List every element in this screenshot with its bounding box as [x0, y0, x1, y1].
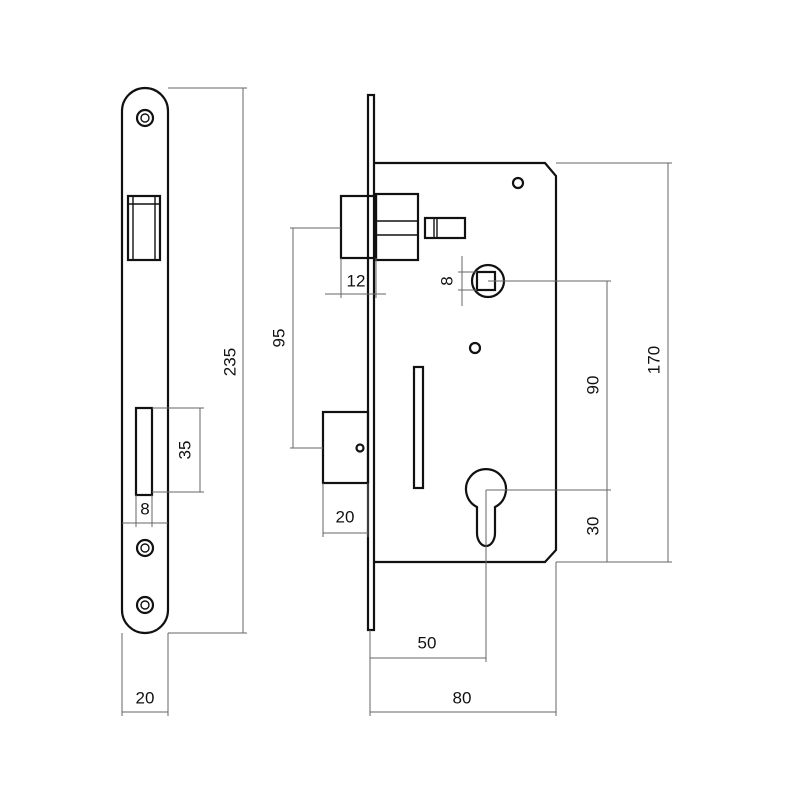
deadbolt-opening: [126, 194, 162, 262]
svg-text:35: 35: [175, 441, 194, 460]
lock-side-view: 12 95 20 8 90 30 170: [269, 93, 672, 716]
screw-hole-middle: [135, 538, 155, 558]
faceplate-front-view: 235 35 8 20: [120, 86, 247, 716]
dim-8-latch: 8: [122, 495, 168, 527]
svg-text:95: 95: [269, 329, 288, 348]
latch-bolt: [321, 410, 370, 485]
bolt-stop: [423, 216, 467, 240]
lock-case: [374, 161, 558, 564]
cylinder-keyhole: [464, 468, 508, 548]
screw-hole-top: [135, 108, 155, 128]
svg-text:20: 20: [136, 688, 155, 707]
dim-35: 35: [152, 407, 204, 493]
svg-text:80: 80: [453, 688, 472, 707]
dim-12: 12: [325, 258, 386, 298]
dim-20-width: 20: [121, 633, 169, 716]
svg-text:8: 8: [140, 499, 149, 518]
faceplate-outline: [120, 86, 170, 635]
forend-plate: [366, 93, 376, 632]
case-hole-middle: [468, 341, 482, 355]
svg-text:90: 90: [583, 376, 602, 395]
dim-95: 95: [269, 227, 341, 449]
latch-opening: [134, 406, 154, 497]
dim-20-latch: 20: [322, 483, 369, 537]
dim-90-30-170: 90 30 170: [486, 162, 672, 563]
svg-text:170: 170: [644, 346, 663, 374]
slot: [412, 365, 425, 490]
svg-text:12: 12: [347, 271, 366, 290]
svg-text:8: 8: [437, 276, 456, 285]
svg-text:30: 30: [583, 517, 602, 536]
svg-text:20: 20: [336, 507, 355, 526]
dim-8-spindle: 8: [437, 256, 477, 306]
svg-text:235: 235: [220, 348, 239, 376]
svg-text:50: 50: [418, 633, 437, 652]
screw-hole-bottom: [135, 595, 155, 615]
dim-50-80: 50 80: [369, 490, 557, 716]
deadbolt: [339, 192, 420, 262]
case-hole-top: [511, 176, 525, 190]
dim-235: 235: [168, 87, 247, 634]
